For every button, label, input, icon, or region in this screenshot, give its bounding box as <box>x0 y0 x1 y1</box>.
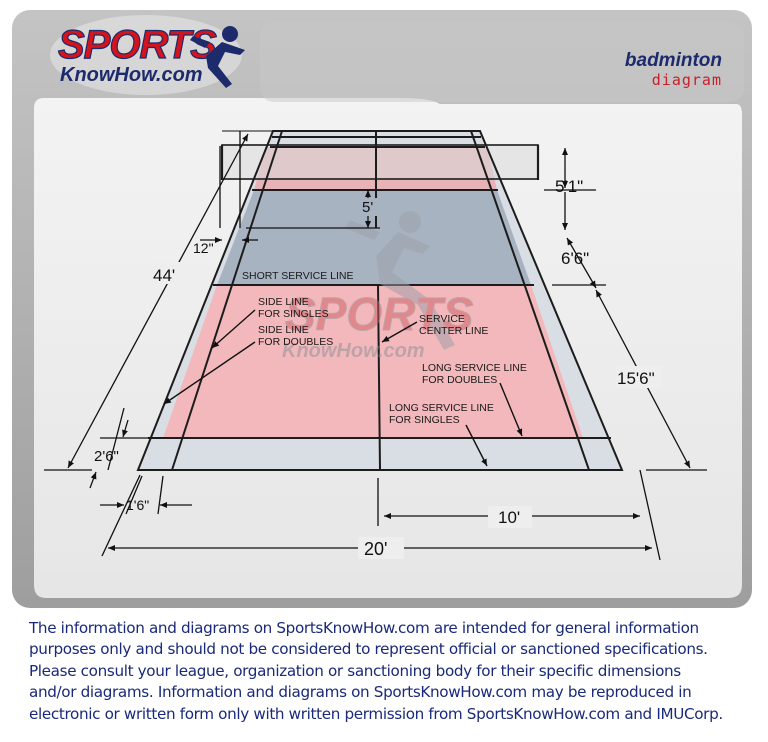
logo-bottom-text: KnowHow.com <box>60 64 203 86</box>
sportsknowhow-logo: SPORTS KnowHow.com <box>50 15 245 95</box>
label-service-center-1: SERVICE <box>419 313 465 325</box>
dim-half-width: 10' <box>498 508 520 527</box>
dim-side-strip: 1'6" <box>126 497 149 513</box>
badminton-court-diagram: SPORTS KnowHow.com badminton diagram <box>12 10 752 608</box>
watermark-bottom-text: KnowHow.com <box>282 340 425 362</box>
label-side-line-singles-2: FOR SINGLES <box>258 308 329 320</box>
near-service-area <box>163 285 583 438</box>
header-sport: badminton <box>625 50 722 71</box>
label-long-service-doubles-1: LONG SERVICE LINE <box>422 362 527 374</box>
net-band <box>222 145 538 180</box>
dimension-labels: 44' 5' 12" 5'1" 6'6" 15'6" 2'6" 1'6" 10'… <box>94 177 662 559</box>
label-short-service-line: SHORT SERVICE LINE <box>242 270 353 282</box>
header-band <box>260 22 744 102</box>
disclaimer-line: and/or diagrams. Information and diagram… <box>29 683 692 702</box>
watermark-runner-icon <box>345 211 455 350</box>
disclaimer-text: The information and diagrams on SportsKn… <box>29 618 759 725</box>
label-side-line-doubles-2: FOR DOUBLES <box>258 336 333 348</box>
runner-icon <box>190 26 245 88</box>
logo-top-text: SPORTS <box>58 23 217 67</box>
label-long-service-singles-2: FOR SINGLES <box>389 414 460 426</box>
disclaimer-line: electronic or written form only with wri… <box>29 704 723 723</box>
dim-full-width: 20' <box>364 539 387 559</box>
watermark-top-text: SPORTS <box>285 288 474 340</box>
label-service-center-2: CENTER LINE <box>419 325 488 337</box>
dim-net-offset: 5' <box>362 199 373 216</box>
disclaimer-line: Please consult your league, organization… <box>29 661 681 680</box>
watermark: SPORTS KnowHow.com <box>282 211 474 362</box>
dim-side-alley: 12" <box>193 240 214 256</box>
dim-length: 44' <box>153 266 175 285</box>
label-long-service-doubles-2: FOR DOUBLES <box>422 374 497 386</box>
label-side-line-singles-1: SIDE LINE <box>258 296 309 308</box>
disclaimer-line: purposes only and should not be consider… <box>29 640 708 659</box>
header-kind: diagram <box>652 71 722 89</box>
dim-back-alley: 2'6" <box>94 448 119 465</box>
dim-service-depth: 15'6" <box>617 369 655 388</box>
dim-short-service: 6'6" <box>561 249 589 268</box>
label-side-line-doubles-1: SIDE LINE <box>258 324 309 336</box>
dim-net-height: 5'1" <box>555 177 583 196</box>
label-long-service-singles-1: LONG SERVICE LINE <box>389 402 494 414</box>
disclaimer-line: The information and diagrams on SportsKn… <box>29 619 699 637</box>
court-labels: SHORT SERVICE LINE SIDE LINE FOR SINGLES… <box>242 270 527 426</box>
